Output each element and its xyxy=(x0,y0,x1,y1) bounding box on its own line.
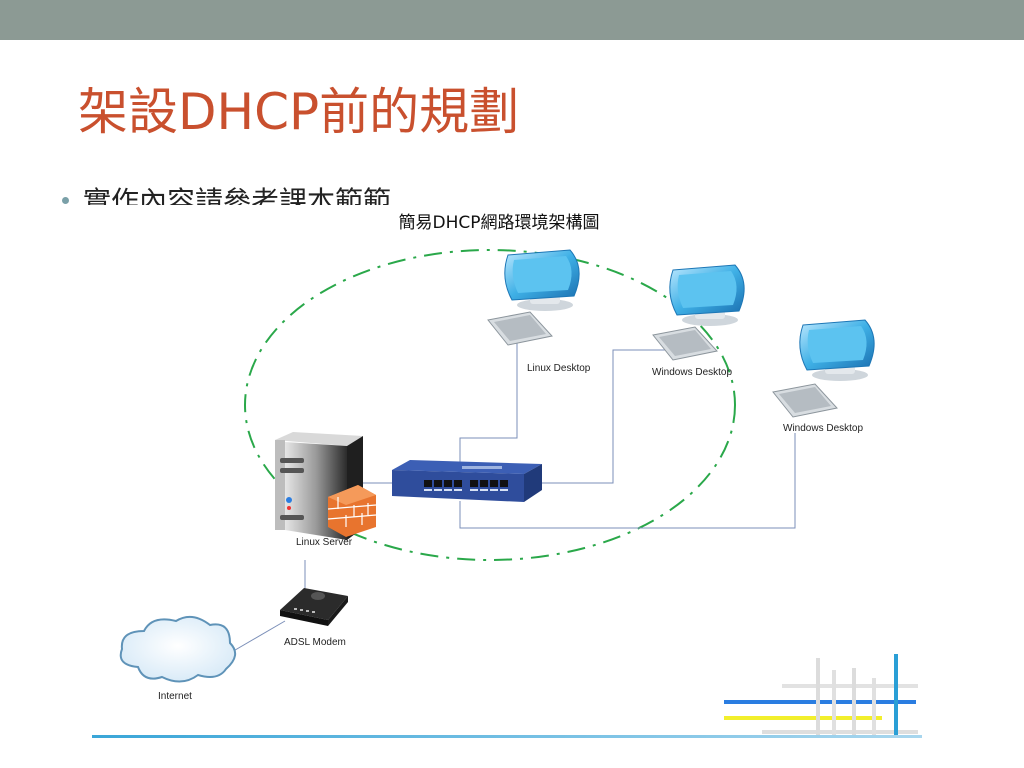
linux-desktop-label: Linux Desktop xyxy=(527,363,591,374)
linux-server-label: Linux Server xyxy=(296,537,353,548)
top-banner xyxy=(0,0,1024,40)
network-diagram: 簡易DHCP網路環境架構圖 Linux Desktop Windows Desk… xyxy=(80,205,918,745)
linux-desktop-icon xyxy=(487,249,580,346)
dhcp-boundary xyxy=(244,249,736,561)
windows-desktop-icon-2 xyxy=(772,319,875,418)
internet-cloud-icon xyxy=(119,615,237,683)
adsl-modem-icon xyxy=(280,588,348,626)
adsl-modem-label: ADSL Modem xyxy=(284,637,346,648)
network-links xyxy=(229,337,796,654)
diagram-canvas xyxy=(119,249,875,683)
diagram-title: 簡易DHCP網路環境架構圖 xyxy=(398,213,600,233)
internet-label: Internet xyxy=(158,691,192,702)
slide-title: 架設DHCP前的規劃 xyxy=(78,83,520,141)
bullet-dot xyxy=(62,196,69,204)
windows-desktop-label-1: Windows Desktop xyxy=(652,367,733,378)
network-switch-icon xyxy=(392,460,542,502)
bottom-rule xyxy=(92,735,922,738)
firewall-icon xyxy=(327,485,377,537)
windows-desktop-icon-1 xyxy=(652,264,745,361)
windows-desktop-label-2: Windows Desktop xyxy=(783,423,864,434)
decorative-lines-bottom xyxy=(724,654,918,738)
